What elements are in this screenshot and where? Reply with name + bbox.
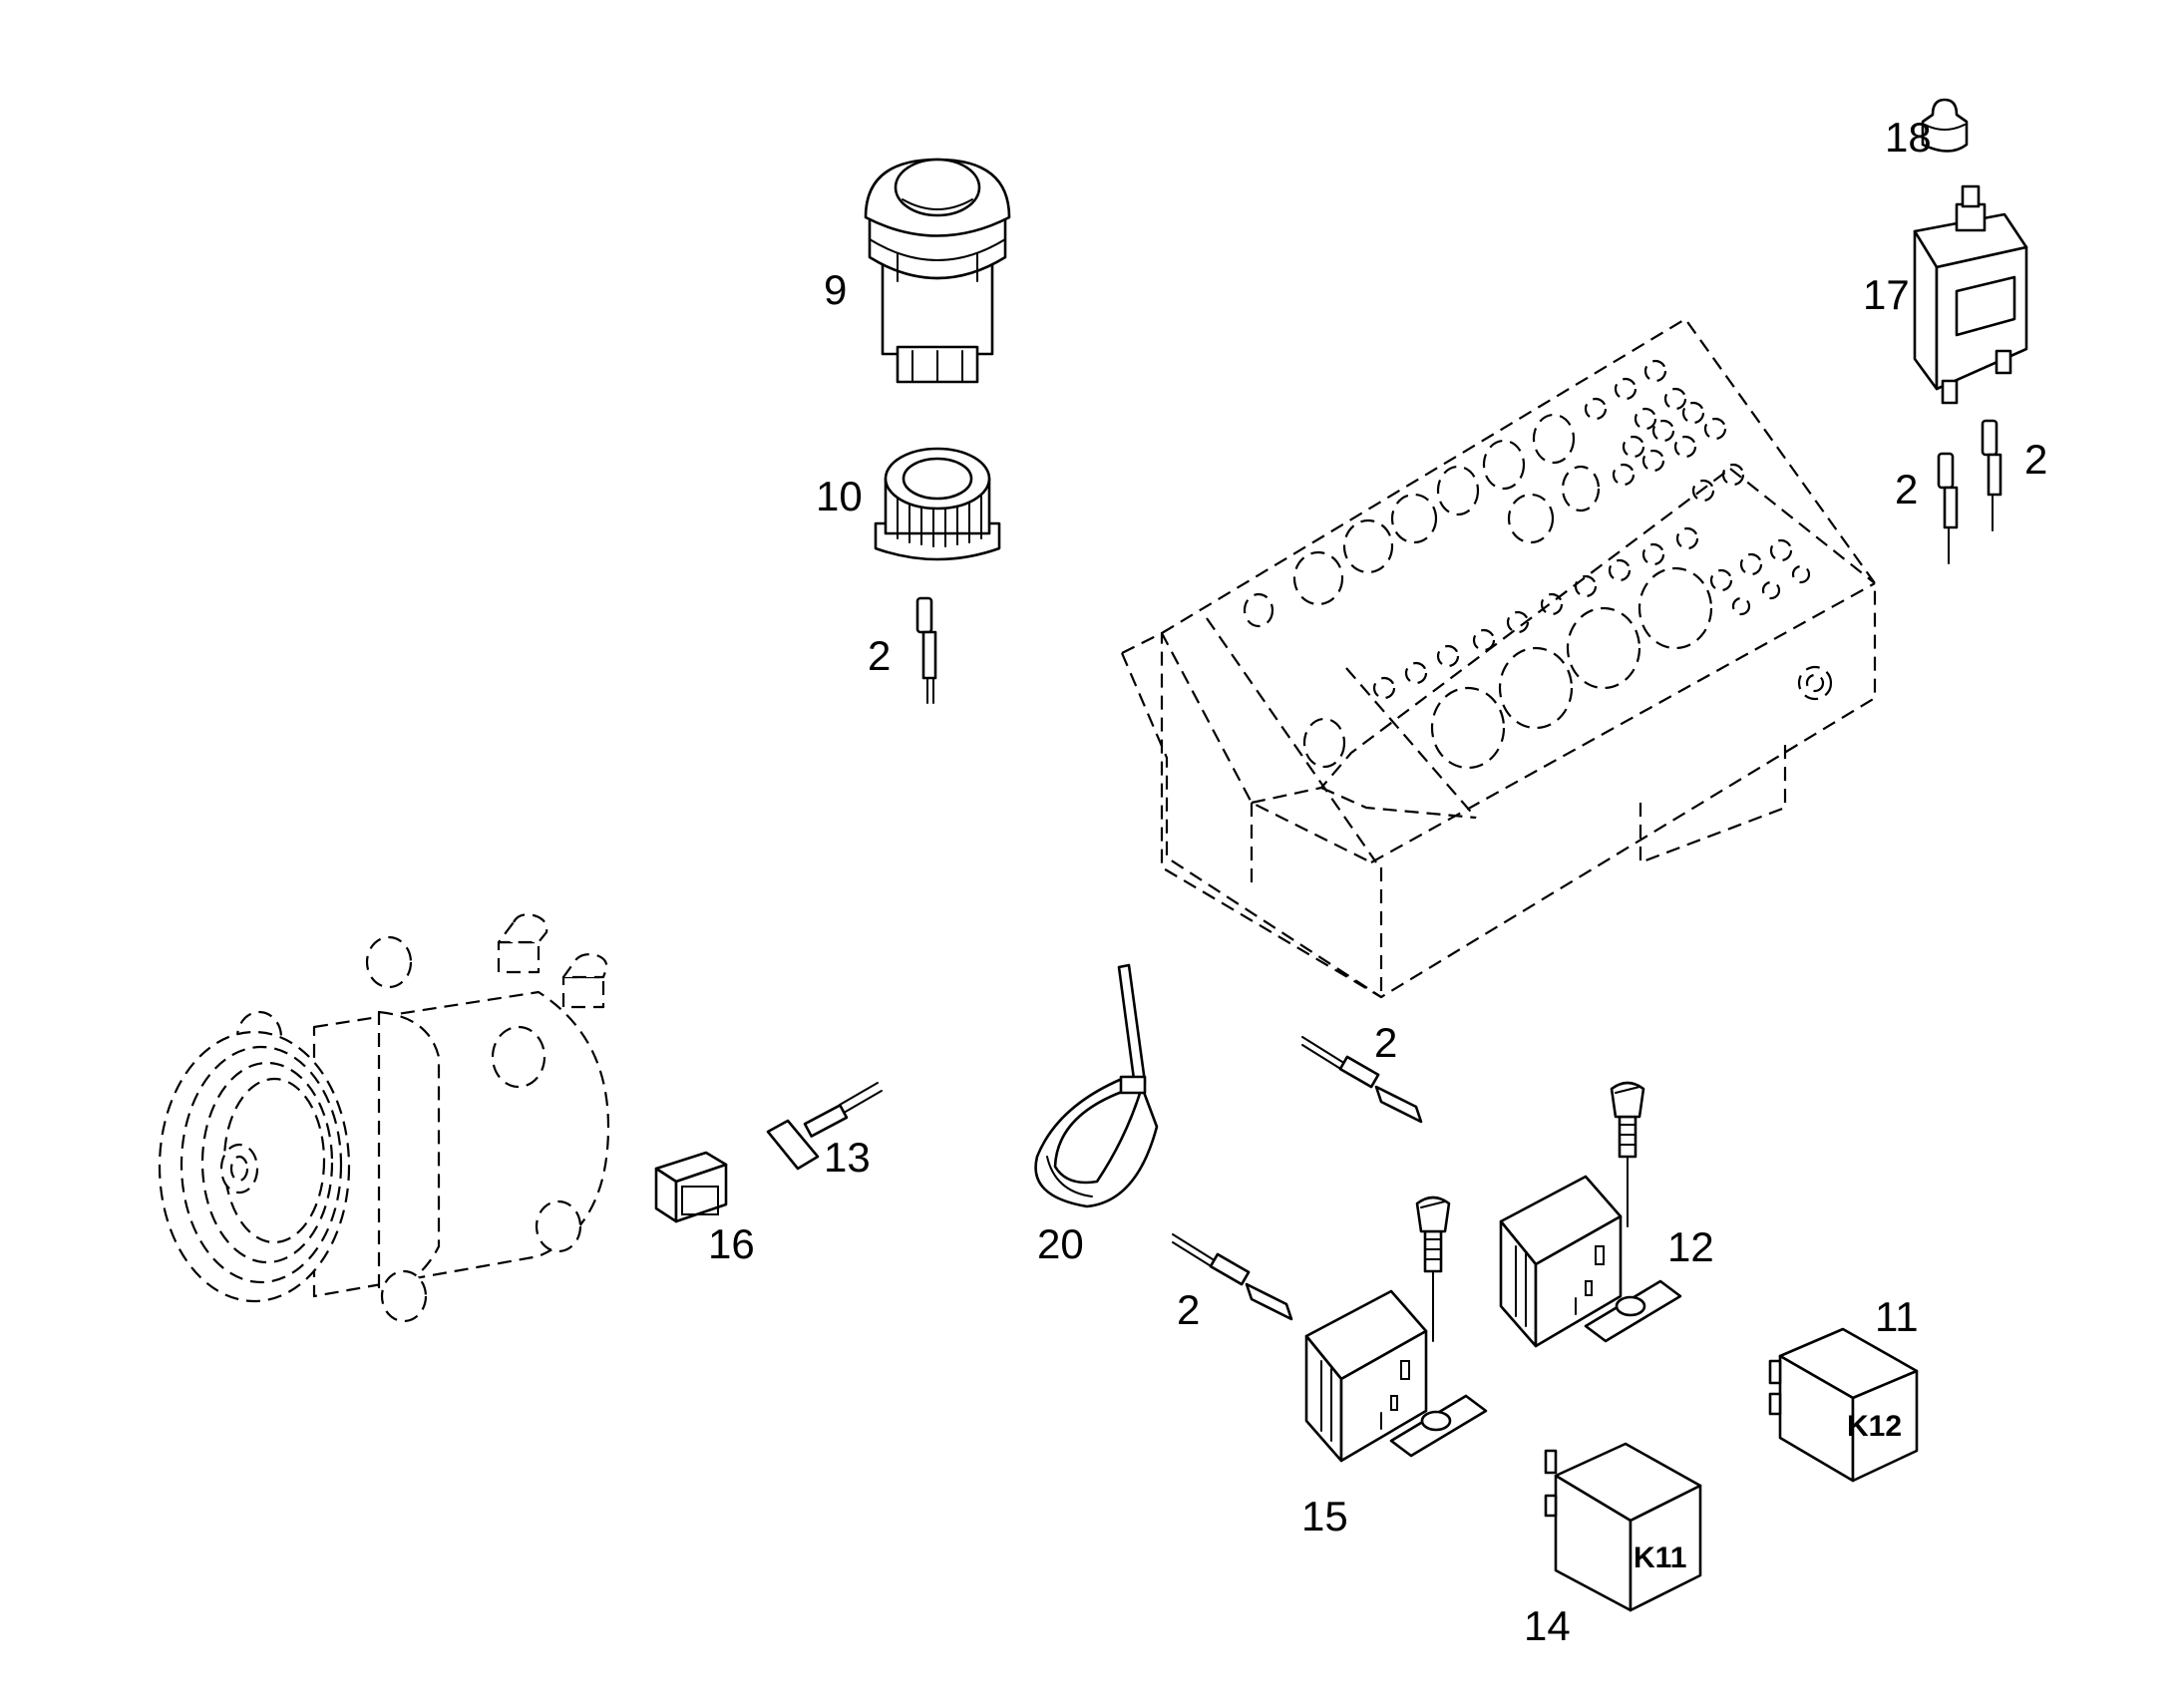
push-button-part-9 — [864, 158, 1011, 384]
callout-17: 17 — [1863, 271, 1910, 318]
callout-14: 14 — [1524, 1602, 1571, 1649]
callout-18: 18 — [1885, 114, 1932, 161]
callout-11: 11 — [1875, 1293, 1919, 1340]
callout-2-c: 2 — [1895, 466, 1918, 512]
wire-terminal-part-2-d — [1301, 1036, 1423, 1124]
cap-part-18 — [1921, 98, 1969, 153]
relay-k11-part-14 — [1544, 1442, 1702, 1612]
callout-2-b: 2 — [2024, 436, 2047, 483]
callout-20: 20 — [1037, 1220, 1084, 1267]
dashboard-console-outline — [1120, 317, 1877, 999]
flat-connector-part-2-b — [1981, 419, 2002, 531]
relay-marking-k12: K12 — [1847, 1410, 1902, 1443]
relay-socket-part-15 — [1304, 1196, 1488, 1463]
callout-15: 15 — [1301, 1493, 1348, 1539]
callout-16: 16 — [708, 1220, 755, 1267]
wire-terminal-part-2-e — [1172, 1233, 1293, 1321]
flat-connector-part-2-c — [1937, 452, 1959, 564]
wire-connector-part-13 — [766, 1082, 883, 1171]
callout-10: 10 — [816, 473, 863, 519]
insulating-sleeve-part-16 — [654, 1151, 728, 1223]
bezel-ring-part-10 — [874, 447, 1001, 561]
circuit-breaker-part-17 — [1913, 184, 2028, 405]
compressor-outline — [158, 913, 610, 1323]
callout-13: 13 — [824, 1134, 871, 1181]
callout-9: 9 — [824, 266, 847, 313]
relay-k12-part-11 — [1768, 1327, 1919, 1483]
relay-marking-k11: K11 — [1634, 1541, 1686, 1574]
callout-12: 12 — [1667, 1223, 1714, 1270]
callout-2-d: 2 — [1374, 1019, 1397, 1066]
cable-tie-part-20 — [1034, 963, 1159, 1208]
callout-2-e: 2 — [1177, 1286, 1200, 1333]
relay-socket-part-12 — [1499, 1081, 1682, 1348]
flat-connector-part-2-a — [915, 596, 937, 704]
callout-2-a: 2 — [868, 632, 891, 679]
